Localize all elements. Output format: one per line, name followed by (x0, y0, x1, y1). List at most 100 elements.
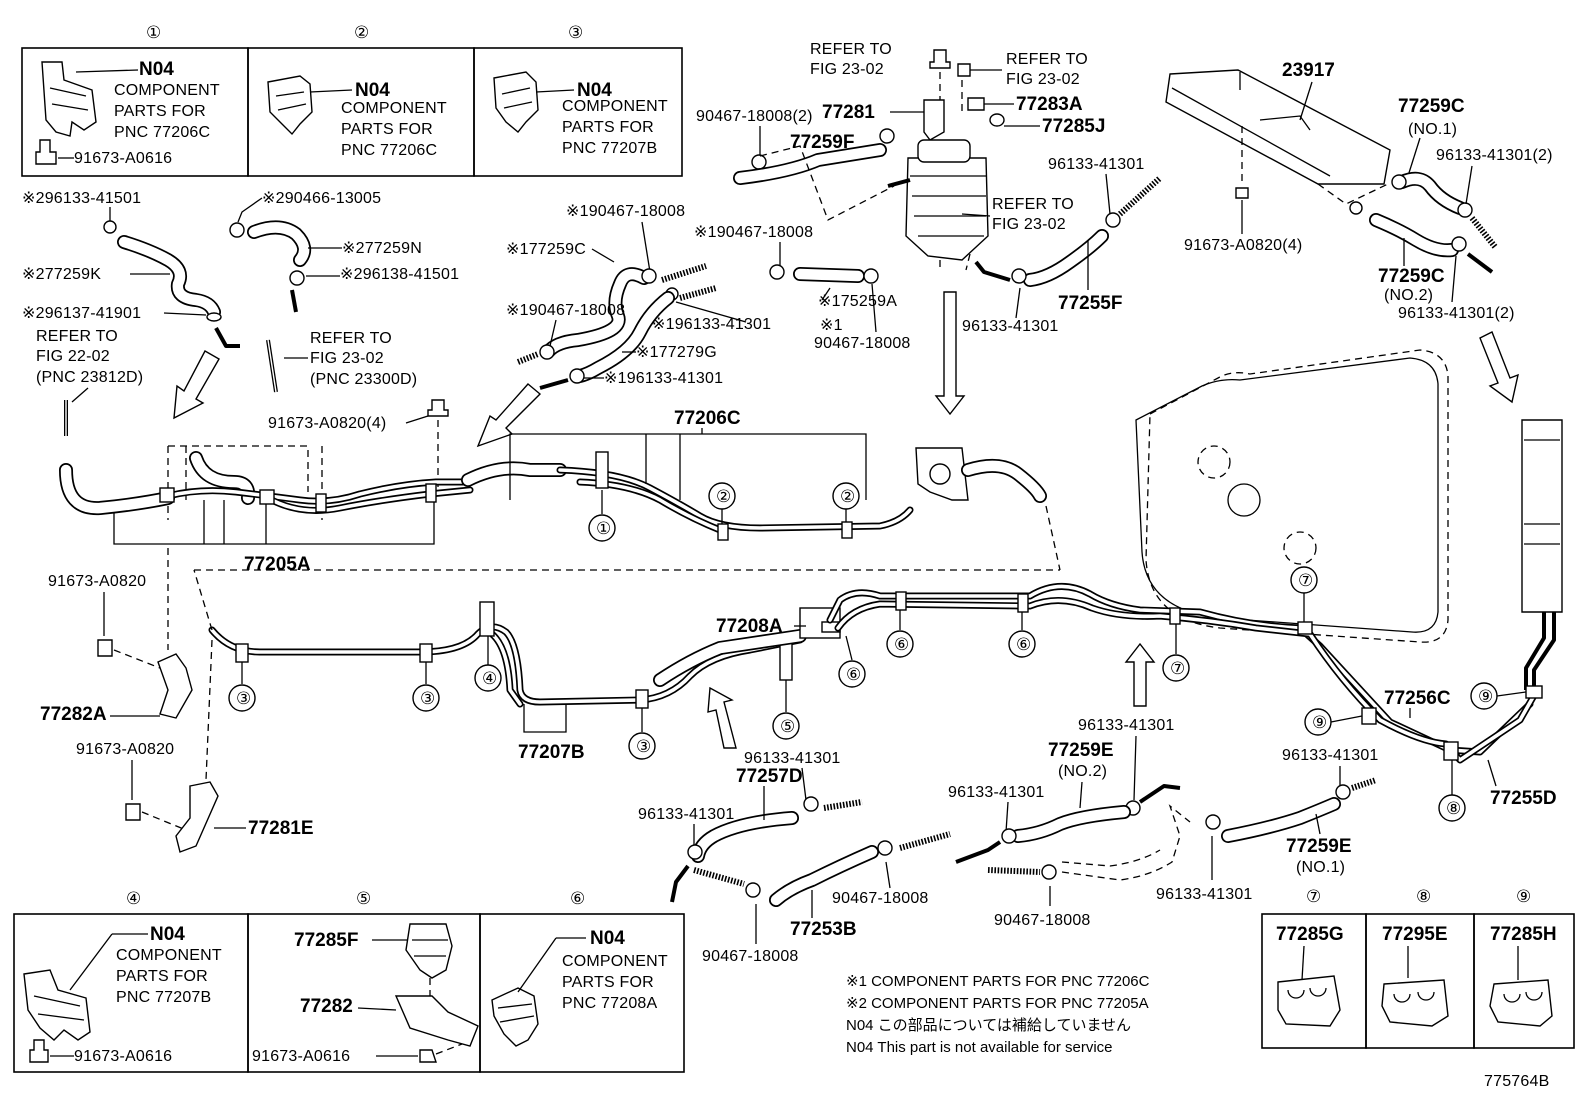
callout-circle (886, 630, 914, 658)
part-label: ※196133-41301 (604, 370, 723, 387)
callout-circle (1008, 630, 1036, 658)
part-label: 96133-41301 (1282, 747, 1379, 764)
clip-icon (989, 113, 1005, 127)
leader (69, 933, 113, 991)
callout-7a: ⑦ (1170, 659, 1185, 678)
part-label: 77259E (1286, 836, 1352, 857)
part-label: 77259C (1378, 266, 1445, 287)
spring-tube (899, 831, 951, 851)
leader (237, 197, 263, 223)
callout-5: ⑤ (780, 717, 795, 736)
part-label: ※190467-18008 (566, 203, 685, 220)
dashed-box (168, 445, 309, 492)
leader (1451, 255, 1457, 303)
leader (1079, 781, 1083, 809)
note-line: N04 この部品については補給していません (846, 1017, 1131, 1034)
part-label: (NO.1) (1296, 859, 1345, 876)
detail-box-1: ① N04 COMPONENT PARTS FOR PNC 77206C 916… (21, 23, 249, 177)
direction-arrow-icon (476, 383, 542, 448)
clamp-6-icon (491, 987, 539, 1047)
clamp-icon (595, 451, 609, 489)
main-tube-upper: 77205A 77206C (59, 408, 1061, 575)
valve-knob-icon (929, 463, 951, 485)
dashed-line (939, 253, 971, 271)
leader (801, 767, 807, 801)
left-brackets: 91673-A0820 77282A 91673-A0820 77281E (40, 548, 314, 853)
clamp-icon (1017, 593, 1029, 613)
leader (1407, 137, 1421, 177)
bolt-icon (125, 803, 141, 821)
direction-arrow-icon (173, 350, 220, 420)
part-label: 77253B (790, 919, 857, 940)
clip-icon (539, 344, 555, 360)
clamp-icon (1361, 707, 1377, 725)
part-code: N04 (590, 928, 625, 949)
clip-77285g-detail-icon (1287, 987, 1327, 999)
leader (549, 319, 557, 347)
clamp-icon (425, 483, 437, 503)
pipe-stub (214, 327, 240, 348)
part-label: 96133-41301 (744, 750, 841, 767)
leader (1133, 735, 1137, 801)
clamp-3-icon (493, 71, 539, 133)
callout-circle (628, 732, 656, 760)
part-label: 77295E (1382, 924, 1448, 945)
desc-line: PARTS FOR (341, 121, 433, 138)
detail-3-number: ③ (568, 23, 583, 42)
leader (675, 301, 747, 323)
clamp-icon (717, 523, 729, 541)
callout-circle (838, 660, 866, 688)
detail-7-number: ⑦ (1306, 887, 1321, 906)
callout-circle (412, 684, 440, 712)
clamp-icon (419, 643, 433, 663)
clamp-4-icon (23, 969, 91, 1041)
clip-icon (751, 154, 767, 170)
part-label: ※190467-18008 (694, 224, 813, 241)
hose-75259a-inner (794, 268, 864, 282)
clip-icon (879, 128, 895, 144)
clip-icon (1011, 268, 1027, 284)
part-label: ※277259N (342, 240, 422, 257)
bolt-icon (957, 63, 971, 77)
callouts: ① ② ② ③ ③ ③ ④ ⑤ ⑥ ⑥ ⑥ ⑦ ⑦ (228, 482, 1527, 822)
tank-port-icon (1227, 483, 1261, 517)
detail-box-6: ⑥ N04 COMPONENT PARTS FOR PNC 77208A (479, 889, 685, 1073)
clip-icon (1457, 202, 1473, 218)
clip-77295e-icon (1381, 979, 1449, 1027)
refer-line: (PNC 23812D) (36, 369, 143, 386)
clamp-icon (1169, 607, 1181, 625)
clip-77285h-detail-icon (1503, 991, 1543, 1003)
callout-3b: ③ (420, 689, 435, 708)
figure-id: 775764B (1484, 1073, 1549, 1090)
clip-icon (229, 222, 245, 238)
note-line: ※2 COMPONENT PARTS FOR PNC 77205A (846, 995, 1149, 1012)
callout-4: ④ (482, 669, 497, 688)
detail-box-5: ⑤ 77285F 77282 91673-A0616 (247, 889, 481, 1073)
dashed-line (759, 145, 895, 221)
tube-main-a-inner (166, 480, 470, 503)
hose-77259c-no2-inner (1370, 214, 1458, 256)
clip-icon (877, 840, 893, 856)
hose-77259f-inner (734, 144, 886, 184)
spring-tube (1469, 216, 1499, 250)
bracket-icon (923, 99, 945, 141)
desc-line: PNC 77207B (116, 989, 211, 1006)
spring-tube (679, 285, 717, 301)
leader (641, 221, 651, 273)
tube-77255d (834, 596, 1540, 764)
part-label: (NO.2) (1058, 763, 1107, 780)
part-label: 77282 (300, 996, 353, 1017)
refer-line: REFER TO (310, 330, 392, 347)
left-hose-group: ※296133-41501 ※277259K ※296137-41901 REF… (22, 190, 459, 436)
part-label: 90467-18008(2) (696, 108, 813, 125)
leader (405, 415, 429, 424)
hose-left-inner (60, 464, 174, 514)
spring-tube (987, 867, 1041, 875)
part-label: 77283A (1016, 94, 1083, 115)
notes: ※1 COMPONENT PARTS FOR PNC 77206C ※2 COM… (846, 973, 1150, 1056)
detail-9-frame (1473, 913, 1575, 1049)
bolt-icon (29, 1039, 49, 1063)
clamp-icon (315, 493, 327, 513)
canister-23917-group: 23917 91673-A0820(4) 77259C (NO.1) 96133… (1165, 60, 1552, 322)
clip-icon (1001, 828, 1017, 844)
